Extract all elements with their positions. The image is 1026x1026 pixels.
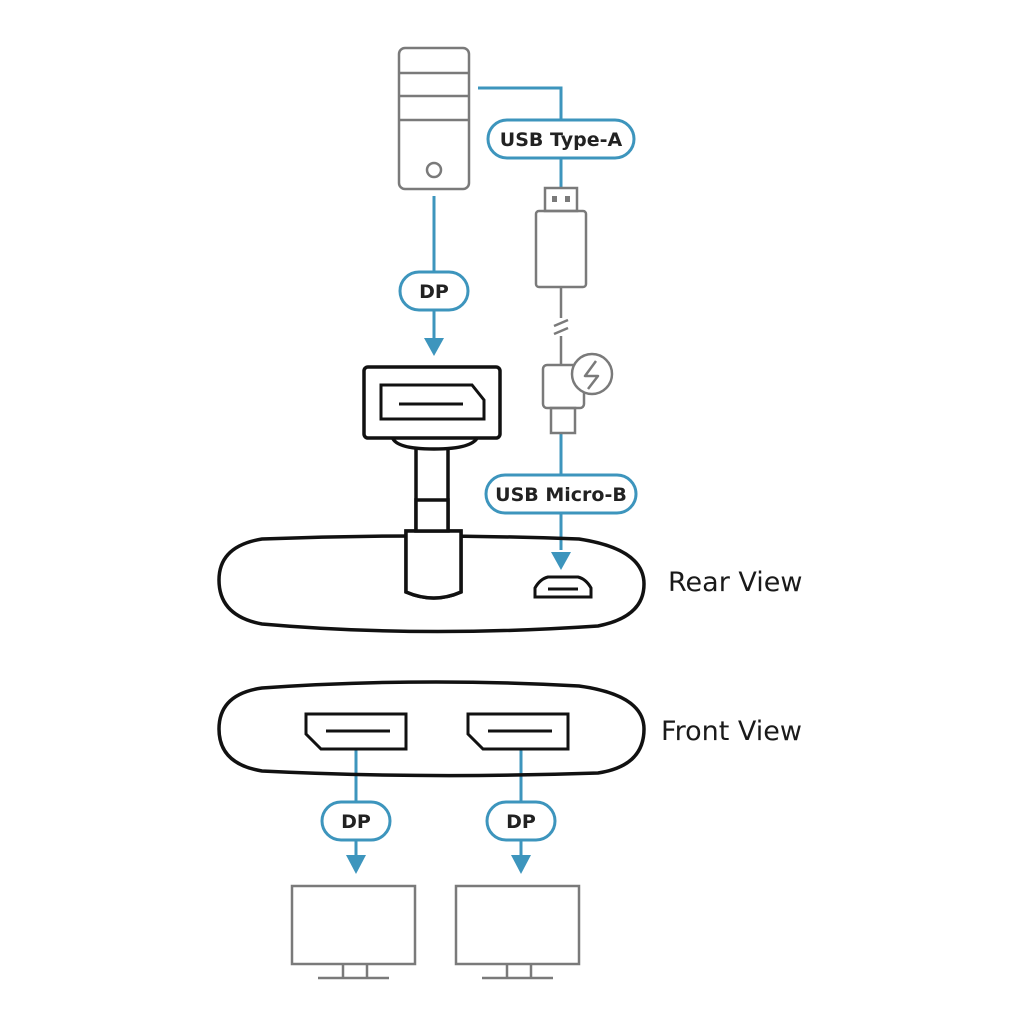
monitor-icon xyxy=(454,884,581,980)
svg-text:DP: DP xyxy=(506,811,536,833)
device-front-view xyxy=(217,680,646,778)
dp-input-label: DP xyxy=(398,270,470,312)
device-rear-view xyxy=(217,498,646,634)
dp-output-1-label: DP xyxy=(320,800,392,842)
dp-output-2-label: DP xyxy=(485,800,557,842)
dp-output-port-2 xyxy=(466,712,570,751)
monitor-icon xyxy=(290,884,417,980)
svg-text:USB Micro-B: USB Micro-B xyxy=(495,484,627,506)
lightning-bolt-icon xyxy=(570,352,614,396)
svg-text:USB Type-A: USB Type-A xyxy=(500,129,623,151)
pc-tower-icon xyxy=(397,46,471,191)
usb-cable xyxy=(534,186,588,435)
usb-micro-b-label: USB Micro-B xyxy=(484,473,638,515)
svg-text:DP: DP xyxy=(419,281,449,303)
svg-text:DP: DP xyxy=(341,811,371,833)
front-view-label: Front View xyxy=(661,716,802,747)
cable-arrowheads xyxy=(346,338,571,874)
rear-view-label: Rear View xyxy=(668,567,802,598)
usb-type-a-label: USB Type-A xyxy=(486,118,636,160)
usb-micro-b-port xyxy=(533,575,593,599)
dp-output-port-1 xyxy=(304,712,408,751)
